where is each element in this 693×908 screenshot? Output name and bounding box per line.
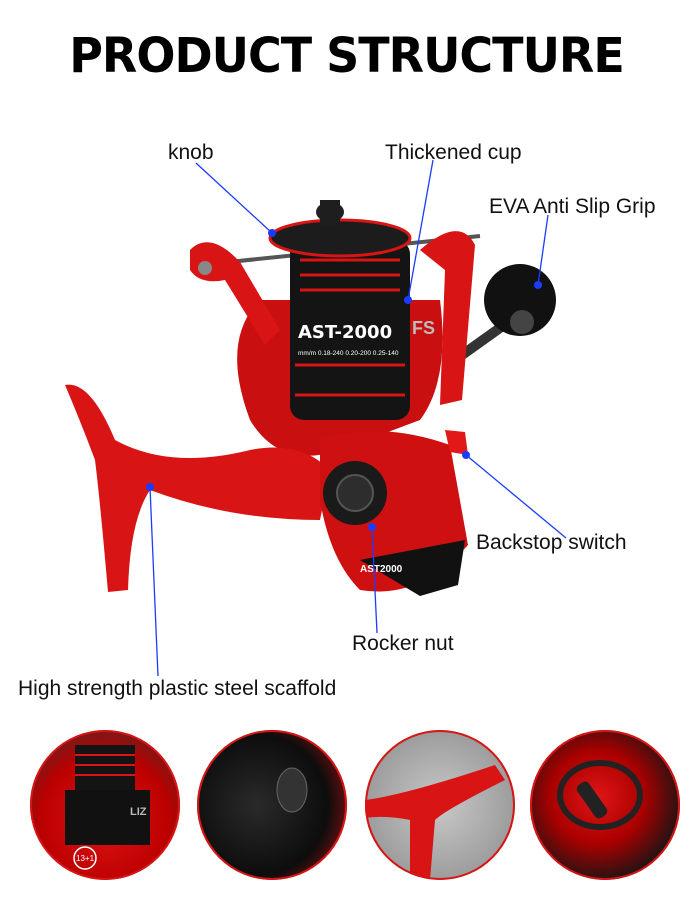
reel-brand-text: FS bbox=[412, 318, 435, 338]
detail-spool: LIZ 13+1 bbox=[30, 730, 180, 880]
label-knob: knob bbox=[168, 141, 214, 164]
bearing-badge: 13+1 bbox=[76, 854, 95, 863]
label-backstop-switch: Backstop switch bbox=[476, 531, 627, 554]
label-eva-grip: EVA Anti Slip Grip bbox=[489, 195, 656, 218]
spool-brand-text: LIZ bbox=[130, 806, 147, 818]
base-model-text: AST2000 bbox=[360, 564, 403, 575]
reel-capacity-text: mm/m 0.18-240 0.20-200 0.25-140 bbox=[298, 350, 399, 357]
detail-scaffold bbox=[365, 730, 515, 880]
label-scaffold: High strength plastic steel scaffold bbox=[18, 677, 337, 700]
label-rocker-nut: Rocker nut bbox=[352, 632, 454, 655]
detail-eva-grip bbox=[197, 730, 347, 880]
page-title: PRODUCT STRUCTURE bbox=[69, 26, 625, 84]
label-thickened-cup: Thickened cup bbox=[385, 141, 522, 164]
detail-knob bbox=[530, 730, 680, 880]
reel-model-text: AST-2000 bbox=[298, 322, 392, 343]
leader-lines bbox=[149, 159, 567, 677]
